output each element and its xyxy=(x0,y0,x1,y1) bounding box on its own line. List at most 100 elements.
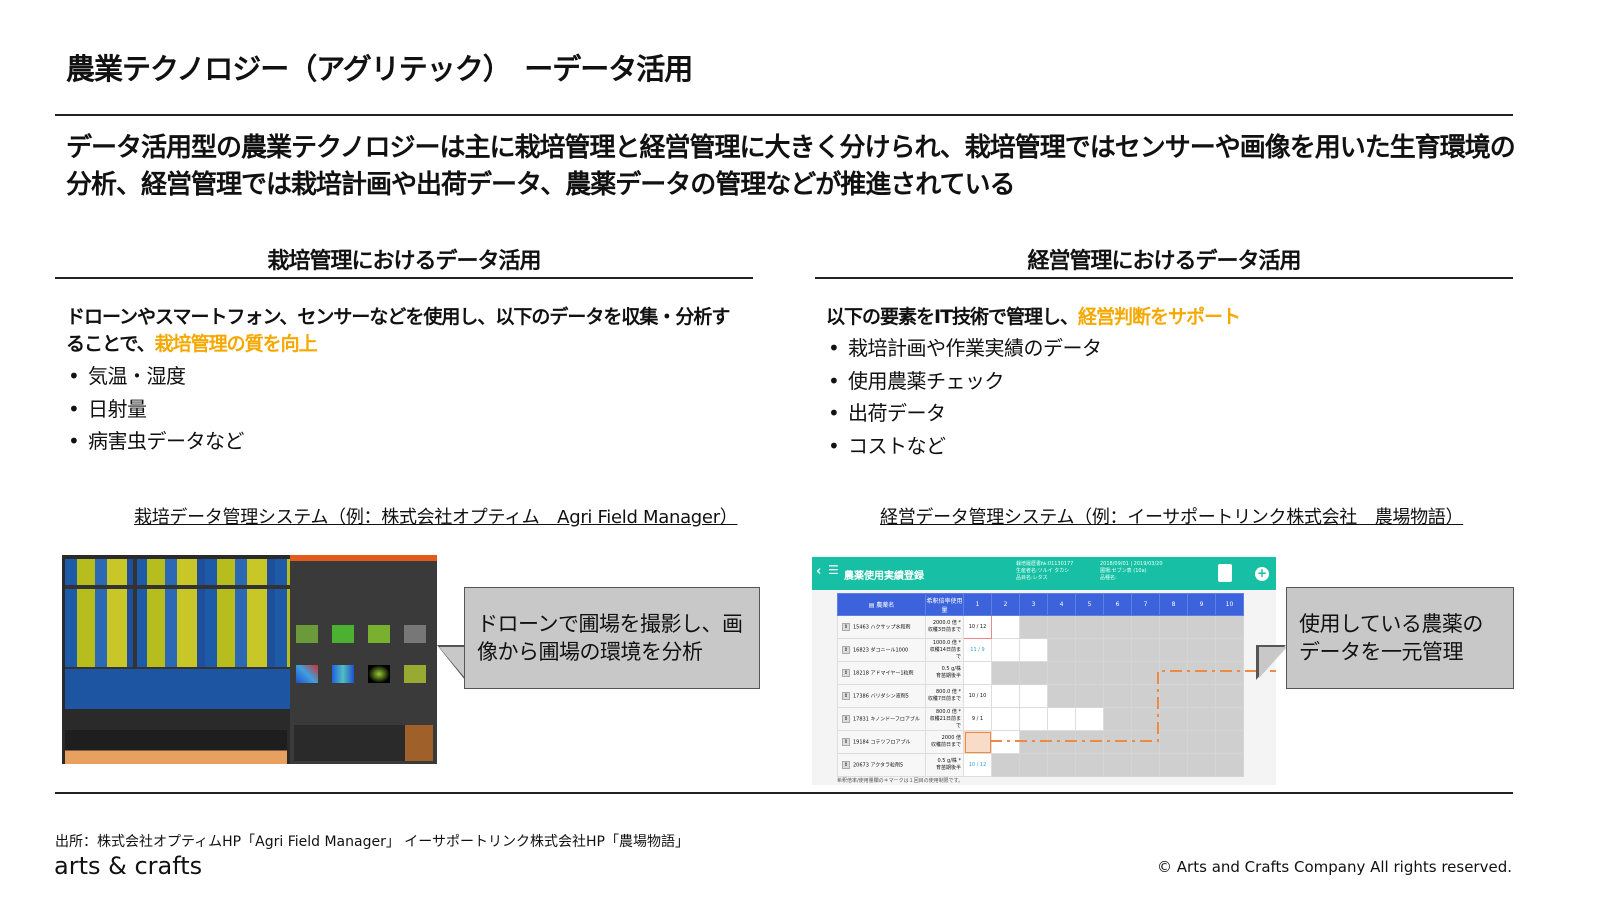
right-sub-text: 以下の要素をIT技術で管理し、 xyxy=(826,306,1079,328)
day-cell[interactable] xyxy=(991,638,1020,662)
day-cell[interactable] xyxy=(1103,638,1132,662)
fertilizer-bag-icon[interactable] xyxy=(1218,564,1232,582)
day-cell[interactable] xyxy=(1075,753,1104,777)
day-cell[interactable] xyxy=(963,661,992,685)
day-cell[interactable] xyxy=(1103,684,1132,708)
col-header-name: ▤ 農薬名 xyxy=(837,593,926,616)
day-cell[interactable] xyxy=(1159,638,1188,662)
day-cell[interactable] xyxy=(1019,684,1048,708)
day-cell[interactable] xyxy=(1215,661,1244,685)
list-item: 使用農薬チェック xyxy=(826,365,1102,398)
pesticide-name: ⇕17831 キノンドーフロアブル xyxy=(837,707,926,731)
day-cell[interactable] xyxy=(1187,753,1216,777)
right-callout: 使用している農薬のデータを一元管理 xyxy=(1286,587,1514,689)
day-cell[interactable] xyxy=(1047,684,1076,708)
day-cell[interactable]: 9 / 1 xyxy=(963,707,992,731)
day-cell[interactable] xyxy=(1047,661,1076,685)
day-cell[interactable] xyxy=(1019,707,1048,731)
copyright: © Arts and Crafts Company All rights res… xyxy=(1157,858,1512,876)
highlight-connector xyxy=(990,670,1276,742)
day-cell[interactable] xyxy=(1215,684,1244,708)
back-icon[interactable]: ‹ xyxy=(816,564,822,579)
day-cell[interactable] xyxy=(1215,753,1244,777)
day-cell[interactable] xyxy=(991,753,1020,777)
agri-field-manager-screenshot xyxy=(62,555,437,764)
day-cell[interactable] xyxy=(1215,730,1244,754)
menu-icon[interactable]: ☰ xyxy=(828,563,839,577)
add-icon[interactable]: + xyxy=(1255,566,1269,581)
day-cell[interactable] xyxy=(1047,753,1076,777)
day-cell[interactable] xyxy=(1075,684,1104,708)
day-cell[interactable] xyxy=(1159,684,1188,708)
list-item: 気温・湿度 xyxy=(66,360,244,393)
day-cell[interactable] xyxy=(1019,615,1048,639)
left-heading-divider xyxy=(55,277,753,279)
day-cell[interactable] xyxy=(1103,753,1132,777)
day-cell[interactable]: 10 / 12 xyxy=(963,753,992,777)
day-cell[interactable] xyxy=(963,730,992,754)
left-callout: ドローンで圃場を撮影し、画像から圃場の環境を分析 xyxy=(464,587,760,689)
day-cell[interactable]: 11 / 9 xyxy=(963,638,992,662)
sort-handle-icon[interactable]: ⇕ xyxy=(842,646,850,654)
day-cell[interactable] xyxy=(1131,615,1160,639)
sort-handle-icon[interactable]: ⇕ xyxy=(842,738,850,746)
dose-cell: 0.5 g/株 *育苗期後半 xyxy=(925,753,964,777)
day-cell[interactable] xyxy=(1159,730,1188,754)
pesticide-name: ⇕17386 バリダシン液剤5 xyxy=(837,684,926,708)
day-cell[interactable] xyxy=(1103,707,1132,731)
day-cell[interactable] xyxy=(1215,638,1244,662)
pesticide-name: ⇕19184 コテツフロアブル xyxy=(837,730,926,754)
table-note: 希釈倍率/使用量欄の＊マークは１回目の使用制限です。 xyxy=(837,778,964,784)
sort-handle-icon[interactable]: ⇕ xyxy=(842,669,850,677)
day-cell[interactable] xyxy=(1131,753,1160,777)
day-cell[interactable] xyxy=(1187,638,1216,662)
day-cell[interactable] xyxy=(991,684,1020,708)
day-cell[interactable] xyxy=(1019,753,1048,777)
footer-divider xyxy=(55,792,1513,794)
dose-cell: 2000 倍収穫前日まで xyxy=(925,730,964,754)
col-header-day: 4 xyxy=(1047,593,1076,616)
day-cell[interactable] xyxy=(1075,661,1104,685)
right-heading: 経営管理におけるデータ活用 xyxy=(1027,249,1301,274)
left-sub-highlight: 栽培管理の質を向上 xyxy=(154,333,318,355)
col-header-day: 5 xyxy=(1075,593,1104,616)
day-cell[interactable] xyxy=(1019,661,1048,685)
source-note: 出所：株式会社オプティムHP「Agri Field Manager」 イーサポー… xyxy=(55,834,689,850)
sort-handle-icon[interactable]: ⇕ xyxy=(842,623,850,631)
right-bullet-list: 栽培計画や作業実績のデータ 使用農薬チェック 出荷データ コストなど xyxy=(826,332,1102,462)
day-cell[interactable] xyxy=(1215,707,1244,731)
sort-handle-icon[interactable]: ⇕ xyxy=(842,692,850,700)
day-cell[interactable] xyxy=(1159,753,1188,777)
pesticide-name: ⇕18218 アドマイヤー1粒剤 xyxy=(837,661,926,685)
day-cell[interactable]: 10 / 12 xyxy=(963,615,992,639)
sort-handle-icon[interactable]: ⇕ xyxy=(842,761,850,769)
day-cell[interactable] xyxy=(1103,661,1132,685)
left-caption: 栽培データ管理システム（例：株式会社オプティム Agri Field Manag… xyxy=(134,507,738,528)
day-cell[interactable] xyxy=(1131,638,1160,662)
day-cell[interactable] xyxy=(1159,615,1188,639)
col-header-day: 7 xyxy=(1131,593,1160,616)
analysis-panel xyxy=(290,555,437,764)
col-header-day: 2 xyxy=(991,593,1020,616)
list-item: 出荷データ xyxy=(826,397,1102,430)
day-cell[interactable]: 10 / 10 xyxy=(963,684,992,708)
sort-handle-icon[interactable]: ⇕ xyxy=(842,715,850,723)
day-cell[interactable] xyxy=(1075,707,1104,731)
day-cell[interactable] xyxy=(1075,638,1104,662)
day-cell[interactable] xyxy=(1047,638,1076,662)
day-cell[interactable] xyxy=(1187,730,1216,754)
day-cell[interactable] xyxy=(1103,615,1132,639)
day-cell[interactable] xyxy=(1159,661,1188,685)
day-cell[interactable] xyxy=(1159,707,1188,731)
day-cell[interactable] xyxy=(1075,615,1104,639)
list-item: コストなど xyxy=(826,430,1102,463)
day-cell[interactable] xyxy=(991,707,1020,731)
